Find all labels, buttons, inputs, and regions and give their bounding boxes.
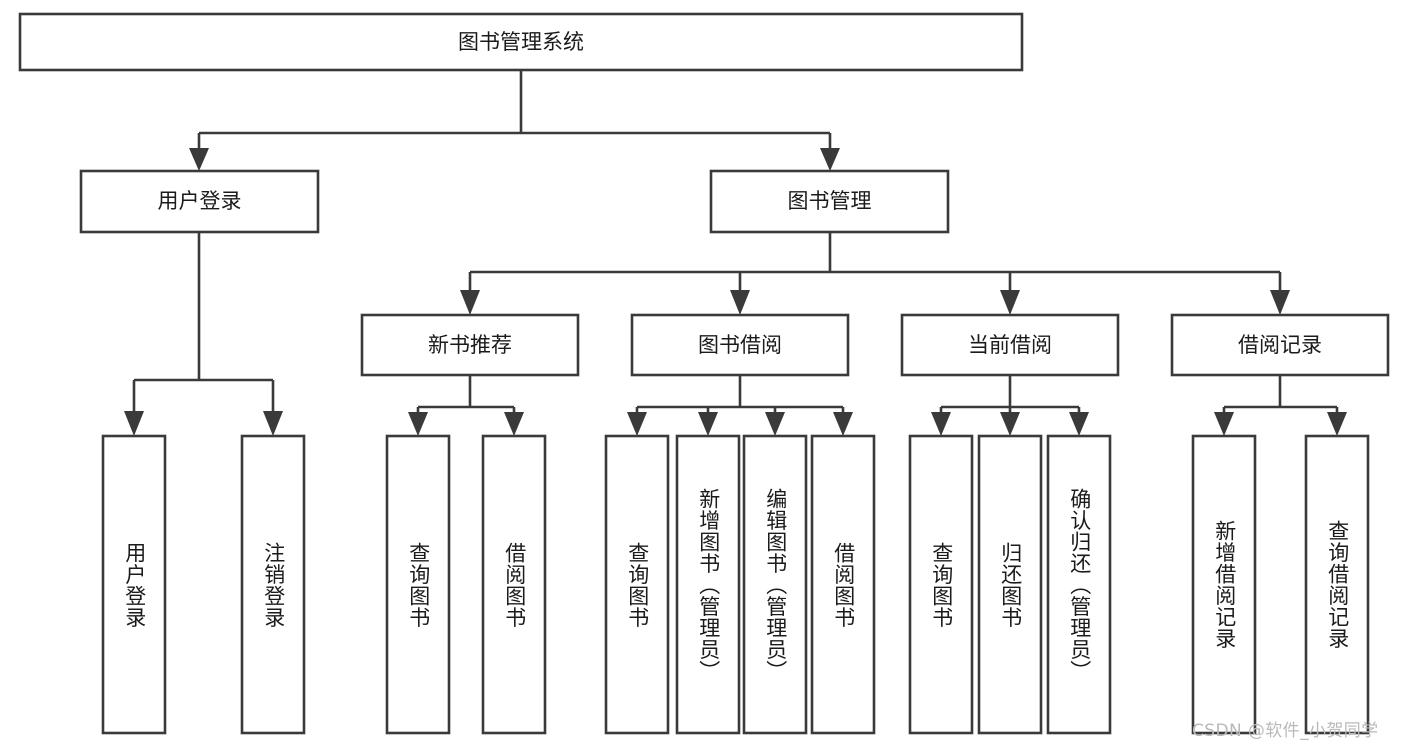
connector-group-root (189, 70, 840, 171)
arrow-head-leaf-query-book-1 (408, 412, 428, 436)
node-box-leaf-edit-book[interactable] (742, 434, 808, 735)
arrow-head-book-borrow (730, 290, 750, 315)
node-label-book-manage: 图书管理 (788, 189, 872, 213)
node-box-leaf-add-record[interactable] (1191, 434, 1257, 735)
arrow-head-leaf-user-logout (263, 411, 283, 436)
node-box-book-borrow[interactable] (630, 313, 850, 377)
node-box-leaf-user-logout[interactable] (240, 434, 306, 735)
arrow-head-leaf-query-book-3 (931, 412, 951, 436)
node-box-leaf-borrow-book-1[interactable] (481, 434, 547, 735)
arrow-head-leaf-borrow-book-1 (504, 412, 524, 436)
node-box-leaf-add-book[interactable] (675, 434, 741, 735)
arrow-head-leaf-query-book-2 (627, 412, 647, 436)
connector-group-user-login (124, 232, 283, 436)
connector-group-book-manage (460, 232, 1290, 315)
node-box-leaf-query-book-2[interactable] (604, 434, 670, 735)
connector-group-book-borrow (627, 375, 853, 436)
arrow-head-leaf-add-record (1214, 412, 1234, 436)
node-box-new-book-recommend[interactable] (360, 313, 580, 377)
node-box-leaf-query-book-1[interactable] (385, 434, 451, 735)
connector-group-borrow-record (1214, 375, 1347, 436)
arrow-head-leaf-user-login (124, 411, 144, 436)
node-box-leaf-query-record[interactable] (1304, 434, 1370, 735)
node-box-root[interactable] (18, 12, 1024, 72)
node-box-book-manage[interactable] (709, 169, 950, 234)
node-box-user-login[interactable] (79, 169, 320, 234)
node-box-leaf-return-book[interactable] (977, 434, 1043, 735)
node-box-leaf-query-book-3[interactable] (908, 434, 974, 735)
arrow-head-leaf-query-record (1327, 412, 1347, 436)
node-label-borrow-record: 借阅记录 (1238, 333, 1322, 357)
node-label-book-borrow: 图书借阅 (698, 333, 782, 357)
node-label-root: 图书管理系统 (458, 30, 584, 54)
arrow-head-leaf-return-book (1000, 412, 1020, 436)
arrow-head-current-borrow (1000, 290, 1020, 315)
connector-group-new-book-recommend (408, 375, 524, 436)
arrow-head-user-login (189, 148, 209, 171)
arrow-head-leaf-add-book (698, 412, 718, 436)
arrow-head-new-book-recommend (460, 290, 480, 315)
csdn-watermark: CSDN @软件_小贺同学 (1192, 721, 1379, 741)
connector-group-current-borrow (931, 375, 1089, 436)
node-box-leaf-borrow-book-2[interactable] (810, 434, 876, 735)
arrow-head-book-manage (820, 148, 840, 171)
node-box-borrow-record[interactable] (1170, 313, 1390, 377)
node-label-new-book-recommend: 新书推荐 (428, 333, 512, 357)
node-label-current-borrow: 当前借阅 (968, 333, 1052, 357)
arrow-head-leaf-confirm-return (1069, 412, 1089, 436)
arrow-head-borrow-record (1270, 290, 1290, 315)
arrow-head-leaf-edit-book (765, 412, 785, 436)
node-box-leaf-confirm-return[interactable] (1046, 434, 1112, 735)
node-box-current-borrow[interactable] (900, 313, 1120, 377)
node-box-leaf-user-login[interactable] (101, 434, 167, 735)
arrow-head-leaf-borrow-book-2 (833, 412, 853, 436)
node-label-user-login: 用户登录 (158, 189, 242, 213)
